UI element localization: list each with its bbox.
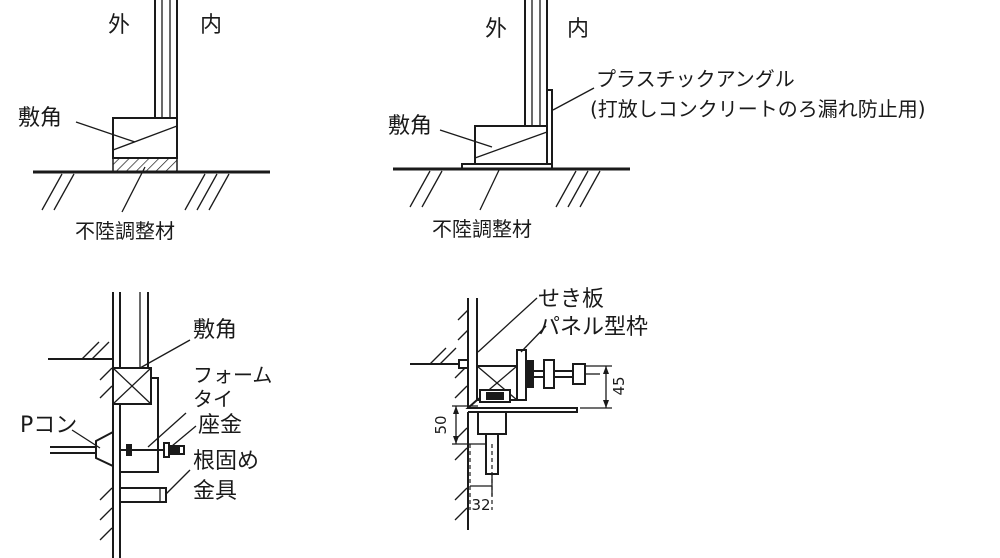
c-anchor-label-line1: 根固め <box>193 449 259 474</box>
b-plastic-angle-label: プラスチックアングル <box>596 67 795 91</box>
d-panel-frame-leader <box>520 325 547 353</box>
d-wall <box>454 298 478 408</box>
a-inside-label: 内 <box>200 13 222 38</box>
c-formtie-label-line1: フォーム <box>193 363 272 387</box>
c-formtie-label-line2: タイ <box>193 387 233 411</box>
c-pcone-label: Pコン <box>20 413 77 438</box>
b-floor-slab <box>393 167 630 208</box>
detail-b: 外 内 敷角 不陸調整材 プラスチックアングル (打放しコンクリートのろ漏れ防止… <box>388 0 926 241</box>
c-formtie-leader <box>147 412 187 448</box>
a-shim-label: 不陸調整材 <box>75 219 175 243</box>
b-formwork-panel <box>524 0 548 126</box>
c-pcone-leader <box>71 429 101 449</box>
b-leak-prevention-label: (打放しコンクリートのろ漏れ防止用) <box>590 97 926 121</box>
b-angle-leader <box>552 87 595 111</box>
d-stop-board-label: せき板 <box>538 287 604 312</box>
a-shim-leader <box>121 166 146 213</box>
detail-a: 外 内 敷角 不陸調整材 <box>18 0 270 243</box>
c-p-cone <box>50 430 114 468</box>
d-dimension-32 <box>469 444 493 510</box>
b-outside-label: 外 <box>485 17 507 42</box>
d-stop-board <box>516 349 534 401</box>
detail-d: せき板 パネル型枠 45 50 32 <box>410 287 648 530</box>
d-dim-50-label: 50 <box>432 415 450 434</box>
c-sill-leader <box>139 339 191 369</box>
c-upper-slab <box>48 341 113 399</box>
c-formwork-bracket <box>119 377 167 503</box>
d-dimension-45 <box>580 365 612 409</box>
c-sill-timber <box>112 367 152 405</box>
d-upper-slab <box>410 347 469 369</box>
d-dim-45-label: 45 <box>610 376 628 395</box>
c-lower-slab-hatch <box>99 487 113 541</box>
c-wall-column <box>112 292 149 558</box>
d-panel-frame-label: パネル型枠 <box>538 315 648 340</box>
b-inside-label: 内 <box>567 17 589 42</box>
d-dim-32-label: 32 <box>471 496 490 514</box>
a-floor-slab <box>33 170 270 211</box>
d-bolt <box>534 359 600 389</box>
d-dimension-50 <box>452 405 486 445</box>
d-lower-slab-hatch <box>454 412 469 530</box>
a-sill-label: 敷角 <box>18 106 62 131</box>
a-shim-material <box>112 157 178 173</box>
b-shim-leader <box>479 167 501 211</box>
c-anchor-leader <box>165 469 191 495</box>
c-form-tie <box>120 442 185 458</box>
a-outside-label: 外 <box>108 13 130 38</box>
c-anchor-label-line2: 金具 <box>193 479 237 504</box>
b-shim-label: 不陸調整材 <box>432 217 532 241</box>
c-washer-label: 座金 <box>198 413 242 438</box>
b-sill-label: 敷角 <box>388 114 432 139</box>
b-sill-leader <box>439 129 493 148</box>
a-sill-leader <box>75 121 136 143</box>
d-base-bracket <box>465 389 578 496</box>
detail-c: 敷角 フォーム タイ 座金 Pコン 根固め 金具 <box>20 292 272 558</box>
d-stop-board-leader <box>477 297 538 353</box>
c-sill-label: 敷角 <box>193 318 237 343</box>
c-washer-leader <box>171 425 197 447</box>
a-formwork-panel <box>154 0 178 118</box>
